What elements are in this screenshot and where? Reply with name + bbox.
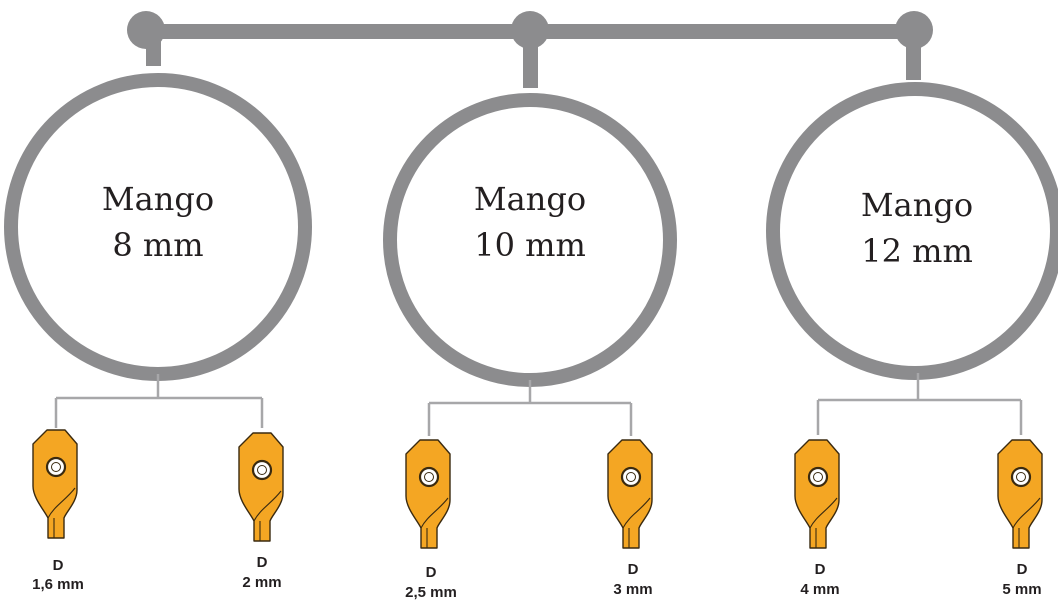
insert-label-size: 1,6 mm bbox=[32, 576, 84, 593]
insert-label-size: 5 mm bbox=[1002, 581, 1041, 598]
insert-label-top: D bbox=[257, 554, 268, 571]
top-rail bbox=[127, 11, 933, 88]
holder-10mm: Mango 10 mm bbox=[383, 93, 677, 387]
cutting-insert-icon bbox=[32, 429, 78, 539]
holder-ring bbox=[766, 82, 1058, 380]
holder-size: 12 mm bbox=[861, 232, 973, 270]
insert-label-top: D bbox=[628, 561, 639, 578]
bracket-12mm bbox=[816, 373, 1023, 435]
cutting-insert-icon bbox=[794, 439, 840, 549]
rail-stem-middle bbox=[523, 38, 538, 88]
cutting-insert-icon bbox=[997, 439, 1043, 549]
holder-8mm: Mango 8 mm bbox=[4, 73, 312, 381]
cutting-insert-icon bbox=[405, 439, 451, 549]
holder-size: 10 mm bbox=[474, 226, 586, 264]
holder-title: Mango bbox=[474, 180, 586, 218]
holder-title: Mango bbox=[102, 180, 214, 218]
insert-label-top: D bbox=[1017, 561, 1028, 578]
bracket-10mm bbox=[427, 380, 633, 436]
rail-stem-right bbox=[906, 38, 921, 80]
insert-label-top: D bbox=[53, 557, 64, 574]
holder-title: Mango bbox=[861, 186, 973, 224]
insert-label-size: 2,5 mm bbox=[405, 584, 457, 601]
insert-label-top: D bbox=[426, 564, 437, 581]
insert-label-size: 3 mm bbox=[613, 581, 652, 598]
cutting-insert-icon bbox=[238, 432, 284, 542]
insert-label-size: 4 mm bbox=[800, 581, 839, 598]
insert-label-top: D bbox=[815, 561, 826, 578]
bracket-8mm bbox=[54, 374, 264, 428]
holder-12mm: Mango 12 mm bbox=[766, 82, 1058, 380]
insert-label-size: 2 mm bbox=[242, 574, 281, 591]
rail-stem-left bbox=[146, 38, 161, 66]
rail-node-right bbox=[895, 11, 933, 49]
holder-size: 8 mm bbox=[112, 226, 203, 264]
cutting-insert-icon bbox=[607, 439, 653, 549]
rail-node-middle bbox=[511, 11, 549, 49]
